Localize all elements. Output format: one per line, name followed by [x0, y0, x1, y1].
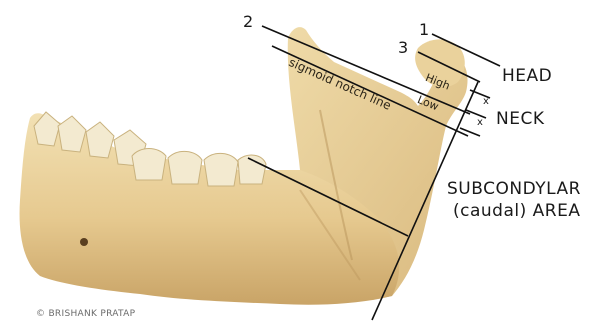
mental-foramen [80, 238, 88, 246]
line-number-2: 2 [243, 14, 253, 30]
line-number-1: 1 [419, 22, 429, 38]
tooth [204, 153, 238, 186]
tooth [58, 116, 86, 152]
image-credit: © BRISHANK PRATAP [36, 309, 135, 319]
tooth [168, 151, 202, 184]
line-number-3: 3 [398, 40, 408, 56]
tooth [86, 122, 114, 158]
interval-mark-upper: x [483, 97, 489, 107]
caudal-area-label: (caudal) AREA [453, 203, 580, 220]
interval-mark-lower: x [477, 118, 483, 128]
tooth [132, 149, 166, 181]
interval-tick [460, 128, 480, 136]
neck-label: NECK [496, 111, 544, 128]
head-label: HEAD [502, 68, 552, 85]
subcondylar-label: SUBCONDYLAR [447, 181, 581, 198]
